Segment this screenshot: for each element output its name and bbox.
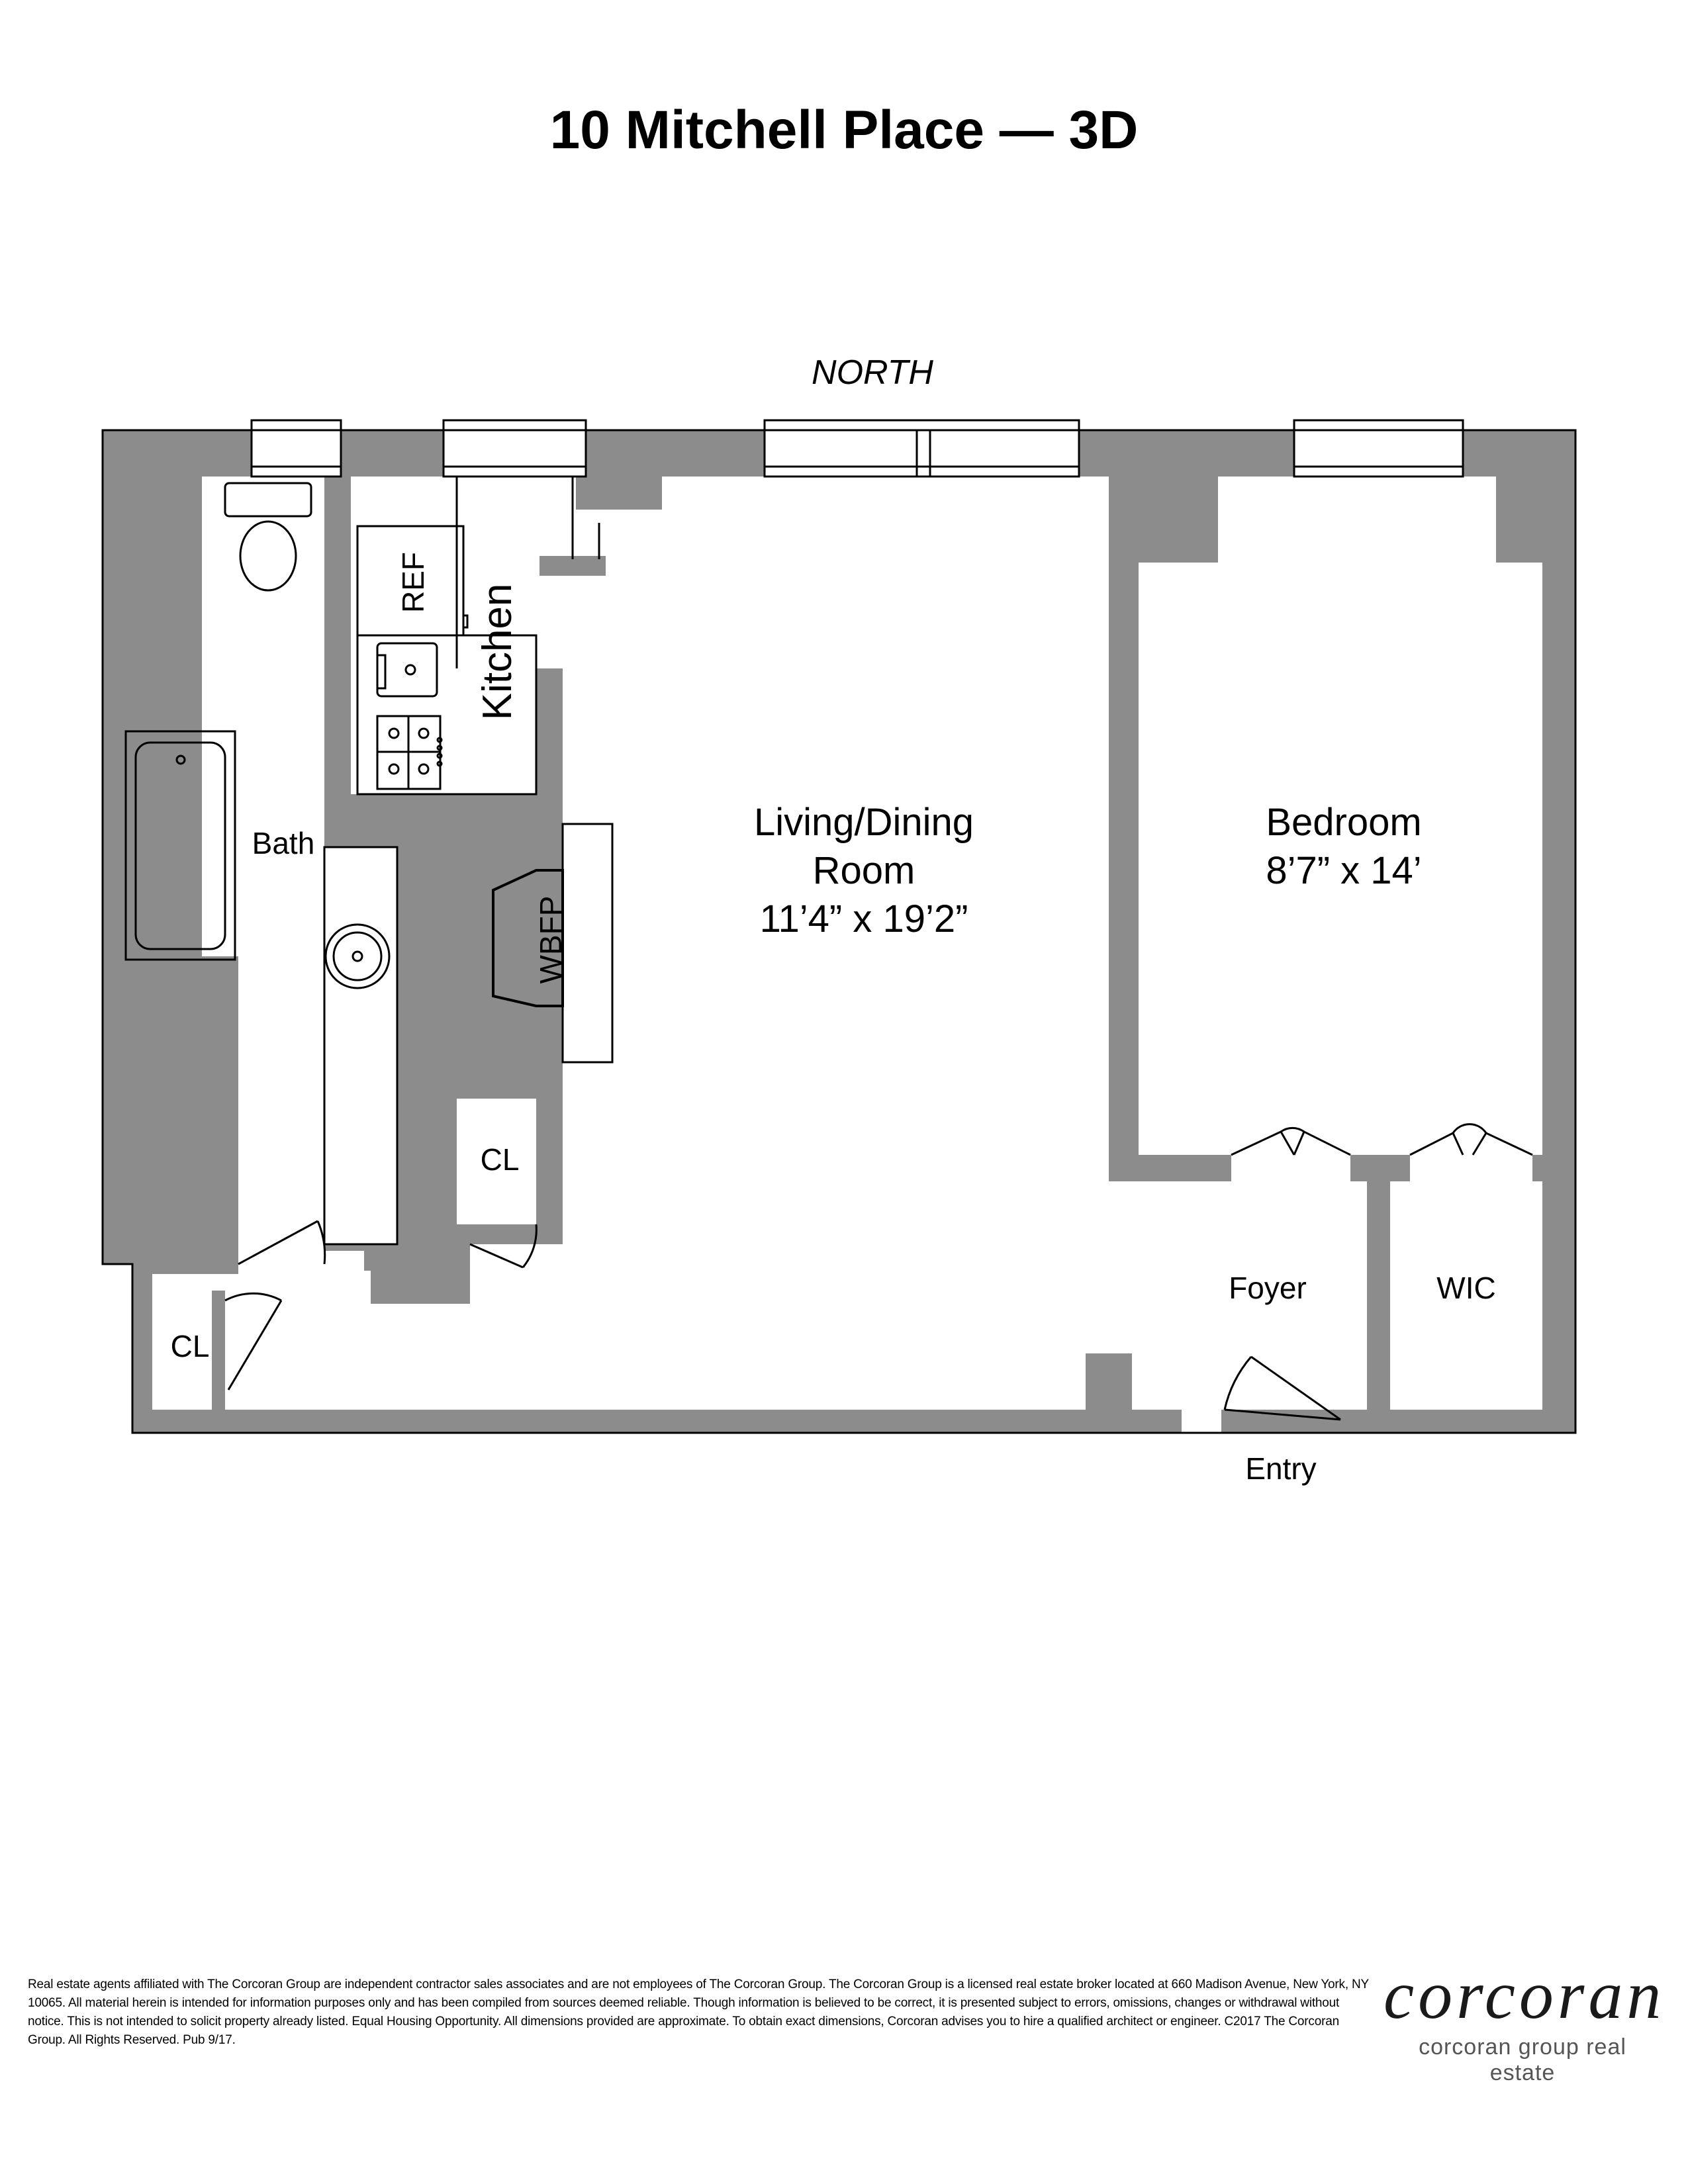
kitchen-fixtures: [356, 477, 600, 796]
ref-label: REF: [396, 552, 430, 613]
bedroom-dims: 8’7” x 14’: [1266, 849, 1421, 892]
kitchen-label: Kitchen: [475, 584, 520, 721]
wbfp-label: WBFP: [534, 896, 568, 984]
walls-top: [103, 477, 1552, 1410]
living-name-line2: Room: [813, 849, 915, 892]
logo-wordmark: corcoran: [1383, 1957, 1665, 2033]
logo-tagline: corcoran group real estate: [1419, 2034, 1626, 2085]
bath-label: Bath: [252, 826, 315, 860]
entry-label: Entry: [1245, 1451, 1316, 1486]
room-labels: REF Kitchen Bath WBFP Living/Dining Room…: [171, 552, 1496, 1486]
corcoran-logo: corcoran corcoran group real estate: [1383, 1959, 1662, 2086]
legal-disclaimer: Real estate agents affiliated with The C…: [28, 1978, 1369, 2047]
bedroom-name: Bedroom: [1266, 801, 1421, 844]
wic-label: WIC: [1436, 1271, 1495, 1305]
doors: [224, 1123, 1533, 1421]
room-fills: [152, 477, 1542, 1410]
closet-label-west: CL: [171, 1329, 210, 1363]
fireplace: [492, 823, 614, 1064]
closet-label-middle: CL: [481, 1142, 520, 1177]
bath-fixtures: [124, 482, 399, 1246]
outlines: [101, 429, 1577, 1434]
foyer-label: Foyer: [1229, 1271, 1307, 1305]
page-title: 10 Mitchell Place — 3D: [549, 100, 1139, 160]
living-name-line1: Living/Dining: [754, 801, 974, 844]
compass-label: NORTH: [812, 353, 933, 392]
floor-plan: NORTH: [101, 353, 1577, 1486]
living-dims: 11’4” x 19’2”: [760, 897, 968, 940]
